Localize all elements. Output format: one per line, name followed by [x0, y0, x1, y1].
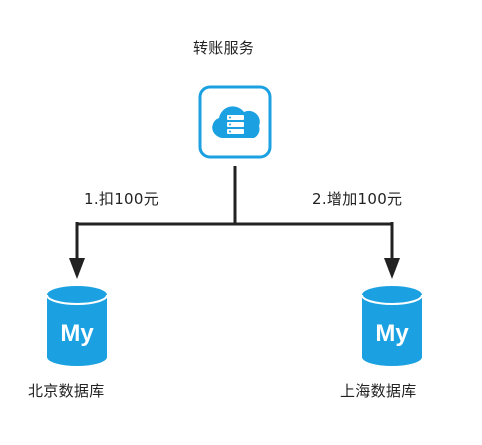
cloud-server-icon — [212, 106, 260, 138]
service-node — [198, 85, 272, 159]
database-label-beijing: 北京数据库 — [28, 382, 105, 400]
database-label-shanghai: 上海数据库 — [340, 382, 417, 400]
step-label-deduct: 1.扣100元 — [84, 190, 160, 208]
db-icon-text: My — [60, 320, 94, 347]
step-label-add: 2.增加100元 — [312, 190, 403, 208]
service-label: 转账服务 — [193, 39, 255, 57]
db-icon-text: My — [375, 320, 409, 347]
arrow-right-head — [384, 258, 400, 279]
mysql-database-icon: My — [361, 286, 423, 366]
connector-lines — [75, 166, 394, 260]
mysql-database-icon: My — [46, 286, 108, 366]
arrow-left-head — [69, 258, 85, 279]
